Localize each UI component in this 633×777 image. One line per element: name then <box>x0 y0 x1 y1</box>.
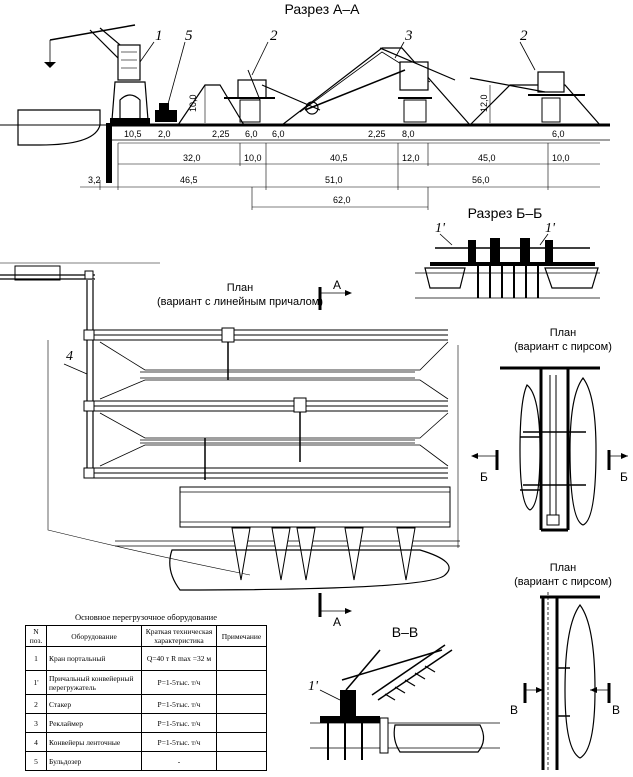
svg-text:45,0: 45,0 <box>478 153 496 163</box>
portal-crane: 1 <box>44 24 163 124</box>
callout-2a: 2 <box>270 28 278 44</box>
svg-text:10,5: 10,5 <box>124 129 142 139</box>
callout-5: 5 <box>185 28 193 44</box>
plan-pier-v: План (вариант с пирсом) В В <box>510 562 620 770</box>
header-spec: Краткая техническая характеристика <box>141 625 217 647</box>
plan-linear: План (вариант с линейным причалом) А А 4 <box>0 262 460 629</box>
section-mark-a-bottom: А <box>333 615 341 629</box>
vessel-plan <box>169 549 450 591</box>
svg-text:2,25: 2,25 <box>368 129 386 139</box>
plan-pier-b-subtitle: (вариант с пирсом) <box>514 341 612 353</box>
section-vv-title: В–В <box>392 624 418 640</box>
stockpile-main <box>281 47 471 126</box>
dims-row2: 32,0 10,0 40,5 12,0 45,0 10,0 <box>117 143 600 190</box>
svg-text:32,0: 32,0 <box>183 153 201 163</box>
section-mark-v-right: В <box>612 703 620 717</box>
svg-text:62,0: 62,0 <box>333 195 351 205</box>
height-label: 12,0 <box>479 94 489 112</box>
plan-linear-title: План <box>227 282 254 294</box>
section-aa-title: Разрез А–А <box>285 1 361 17</box>
plan-pier-b: План (вариант с пирсом) Б Б <box>471 327 628 532</box>
svg-text:2,25: 2,25 <box>212 129 230 139</box>
section-vv: В–В 1' <box>308 624 500 760</box>
callout-4: 4 <box>66 349 73 364</box>
stacker: 2 <box>224 28 321 123</box>
plan-stockpiles <box>99 341 449 467</box>
svg-text:51,0: 51,0 <box>325 175 343 185</box>
callout-2b: 2 <box>520 28 528 44</box>
table-header-row: N поз. Оборудование Краткая техническая … <box>25 625 267 647</box>
pile-height-label: 10,0 <box>188 94 198 112</box>
dims-row1: 10,5 2,0 2,25 6,0 6,0 2,25 8,0 6,0 <box>118 129 600 144</box>
svg-text:3,2: 3,2 <box>88 175 101 185</box>
plan-pier-b-title: План <box>550 327 577 339</box>
vessel-hull <box>17 109 101 146</box>
table-row: 4 Конвейеры ленточные P=1-5тыс. т/ч <box>25 732 267 752</box>
yard-conveyors <box>85 329 448 479</box>
dims-row4: 62,0 <box>251 187 429 210</box>
svg-text:8,0: 8,0 <box>402 129 415 139</box>
table-row: 1' Причальный конвейерный перегружатель … <box>25 670 267 695</box>
callout-1prime-b: 1' <box>545 221 556 236</box>
plan-pier-v-subtitle: (вариант с пирсом) <box>514 576 612 588</box>
section-aa: Разрез А–А 1 5 <box>0 1 610 210</box>
svg-text:46,5: 46,5 <box>180 175 198 185</box>
callout-1: 1 <box>155 28 163 44</box>
table-row: 3 Реклаймер P=1-5тыс. т/ч <box>25 713 267 733</box>
callout-1prime-a: 1' <box>435 221 446 236</box>
quay-wall <box>106 123 112 183</box>
stockpile <box>177 84 245 126</box>
header-equipment: Оборудование <box>46 625 142 647</box>
svg-text:56,0: 56,0 <box>472 175 490 185</box>
svg-text:6,0: 6,0 <box>245 129 258 139</box>
plan-pier-v-title: План <box>550 562 577 574</box>
plan-linear-subtitle: (вариант с линейным причалом) <box>157 296 323 308</box>
callout-1prime-c: 1' <box>308 679 319 694</box>
svg-text:2,0: 2,0 <box>158 129 171 139</box>
section-mark-b-right: Б <box>620 470 628 484</box>
svg-text:10,0: 10,0 <box>552 153 570 163</box>
table-row: 2 Стакер P=1-5тыс. т/ч <box>25 694 267 714</box>
svg-text:40,5: 40,5 <box>330 153 348 163</box>
svg-text:6,0: 6,0 <box>272 129 285 139</box>
section-bb: Разрез Б–Б 1' 1' <box>415 205 600 299</box>
equipment-table-title: Основное перегрузочное оборудование <box>75 612 217 622</box>
stacker-right: 2 <box>469 28 585 123</box>
header-pos: N поз. <box>25 625 47 647</box>
equipment-table: N поз. Оборудование Краткая техническая … <box>25 625 267 771</box>
dims-row3: 3,2 46,5 51,0 56,0 <box>80 175 600 190</box>
callout-3: 3 <box>404 28 413 44</box>
section-bb-title: Разрез Б–Б <box>468 205 543 221</box>
reclaimer: 3 <box>304 28 456 123</box>
svg-text:6,0: 6,0 <box>552 129 565 139</box>
bulldozer: 5 <box>155 28 193 122</box>
stockpile-right <box>469 84 601 126</box>
section-mark-a-top: А <box>333 278 341 292</box>
section-mark-v-left: В <box>510 703 518 717</box>
header-note: Примечание <box>216 625 267 647</box>
table-row: 1 Кран портальный Q=40 т R max =32 м <box>25 646 267 671</box>
svg-text:12,0: 12,0 <box>402 153 420 163</box>
svg-text:10,0: 10,0 <box>244 153 262 163</box>
section-mark-b-left: Б <box>480 470 488 484</box>
table-row: 5 Бульдозер - <box>25 751 267 771</box>
